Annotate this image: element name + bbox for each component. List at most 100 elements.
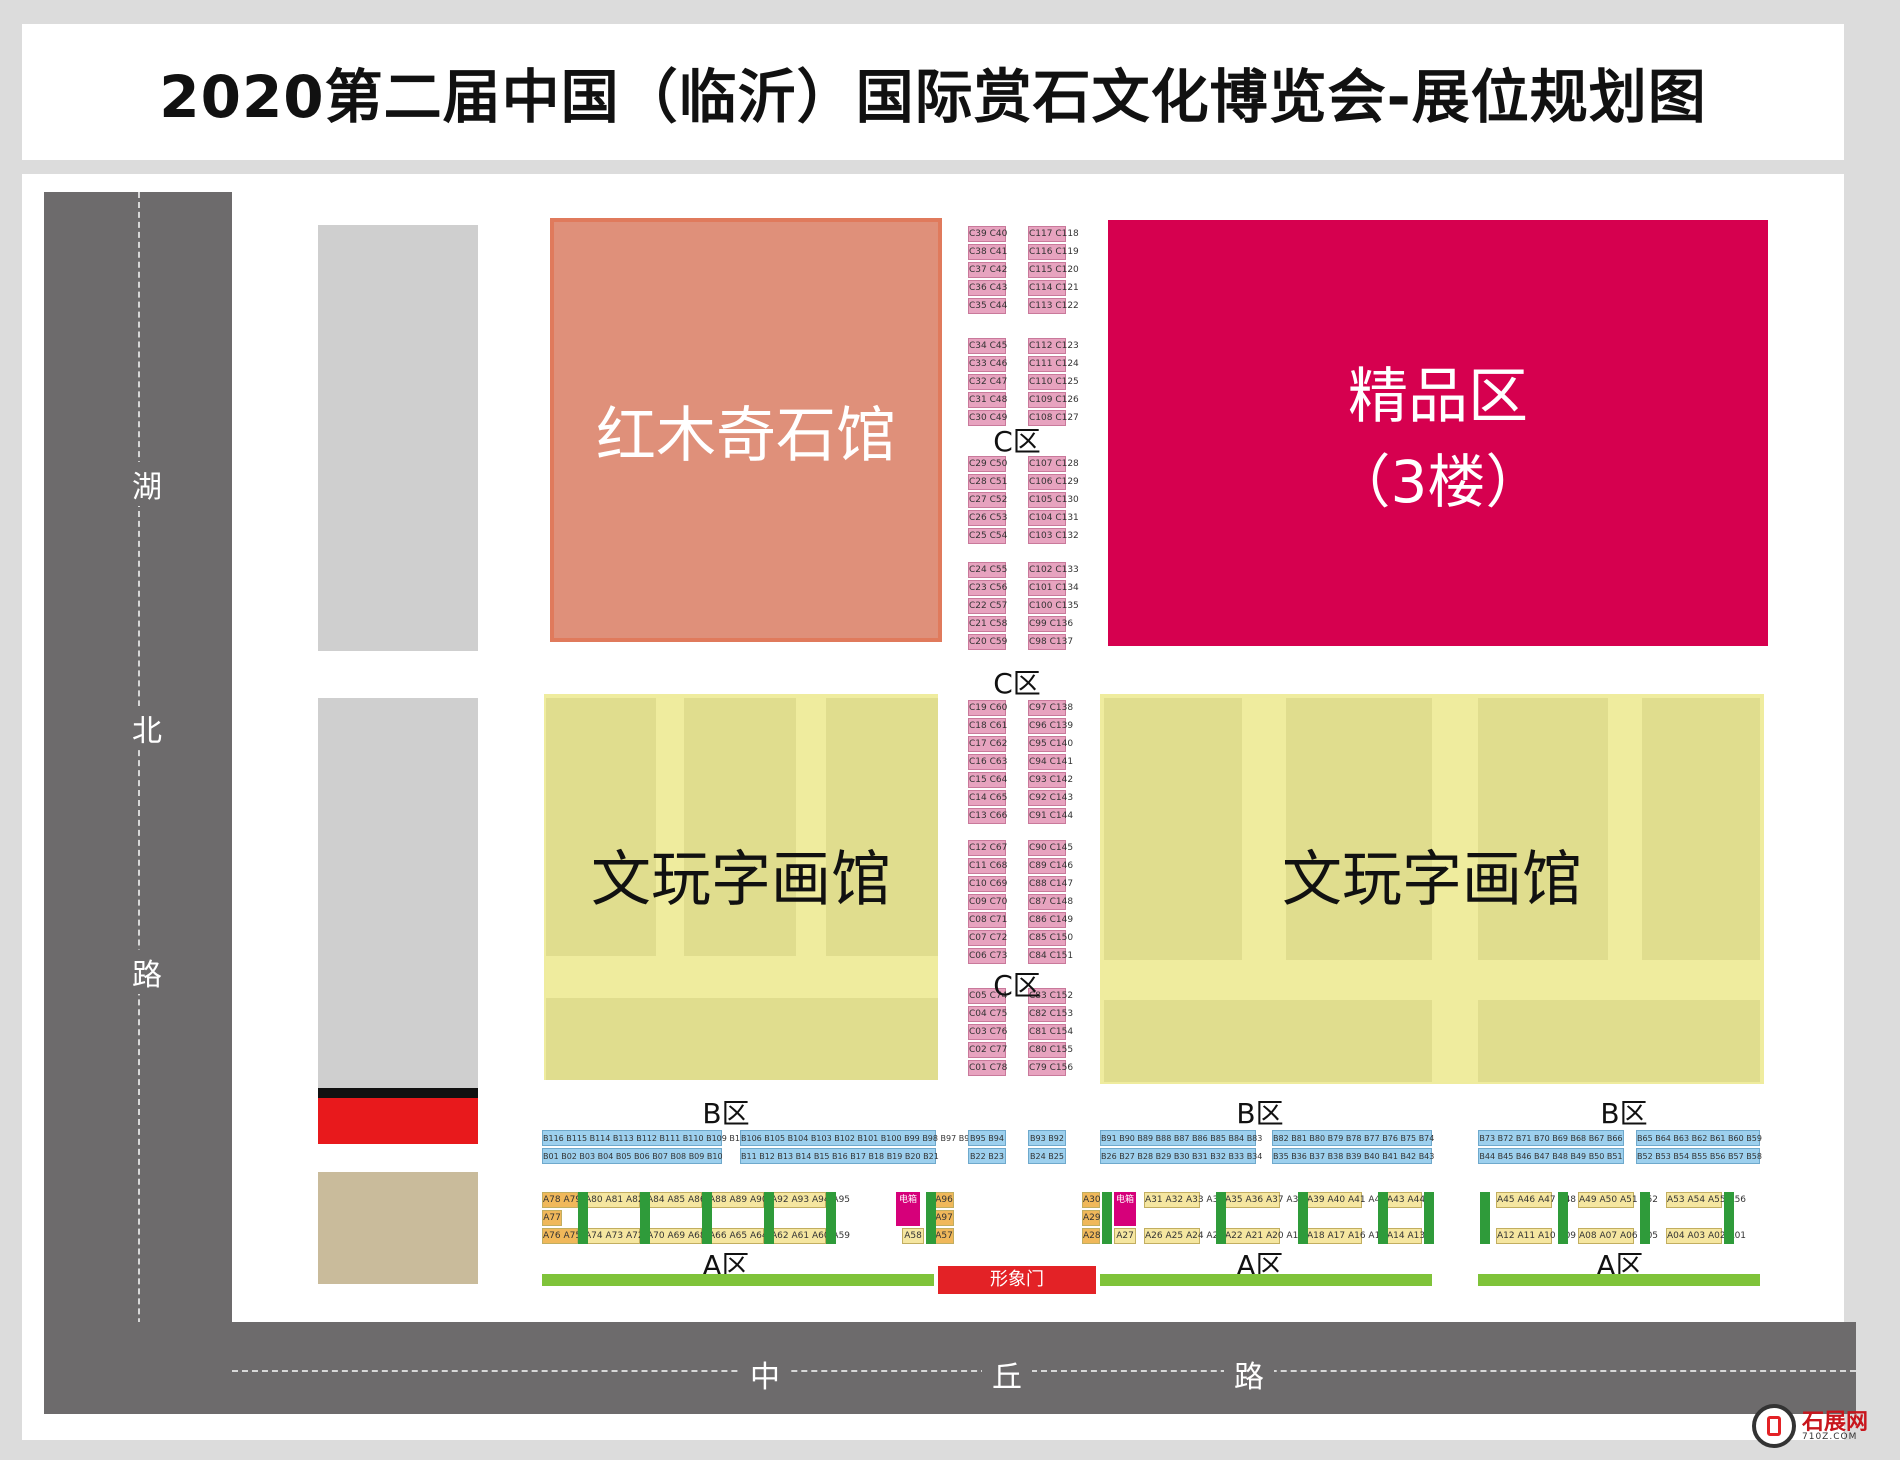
c-booth[interactable]: C15 C64 — [968, 772, 1007, 788]
a-booth[interactable]: A35 A36 A37 A38 — [1224, 1192, 1304, 1208]
c-booth[interactable]: C103 C132 — [1028, 528, 1079, 544]
c-booth[interactable]: C110 C125 — [1028, 374, 1079, 390]
a-booth[interactable]: A88 A89 A90 A91 — [708, 1192, 788, 1208]
c-booth[interactable]: C105 C130 — [1028, 492, 1079, 508]
c-booth[interactable]: C102 C133 — [1028, 562, 1079, 578]
a-booth[interactable]: A62 A61 A60 A59 — [770, 1228, 850, 1244]
c-booth[interactable]: C06 C73 — [968, 948, 1007, 964]
a-booth[interactable]: A18 A17 A16 A15 — [1306, 1228, 1386, 1244]
a-booth[interactable]: A49 A50 A51 A52 — [1578, 1192, 1658, 1208]
c-booth[interactable]: C31 C48 — [968, 392, 1007, 408]
c-booth[interactable]: C16 C63 — [968, 754, 1007, 770]
c-booth[interactable]: C106 C129 — [1028, 474, 1079, 490]
b-booth-strip[interactable]: B106 B105 B104 B103 B102 B101 B100 B99 B… — [740, 1130, 974, 1146]
c-booth[interactable]: C88 C147 — [1028, 876, 1073, 892]
a-booth[interactable]: A96 — [934, 1192, 954, 1208]
c-booth[interactable]: C20 C59 — [968, 634, 1007, 650]
c-booth[interactable]: C109 C126 — [1028, 392, 1079, 408]
a-booth[interactable]: A77 — [542, 1210, 562, 1226]
c-booth[interactable]: C98 C137 — [1028, 634, 1073, 650]
c-booth[interactable]: C79 C156 — [1028, 1060, 1073, 1076]
a-booth[interactable]: A30 — [1082, 1192, 1101, 1208]
b-booth-strip[interactable]: B22 B23 — [968, 1148, 1006, 1164]
c-booth[interactable]: C36 C43 — [968, 280, 1007, 296]
c-booth[interactable]: C81 C154 — [1028, 1024, 1073, 1040]
c-booth[interactable]: C08 C71 — [968, 912, 1007, 928]
a-booth[interactable]: A14 A13 — [1386, 1228, 1425, 1244]
c-booth[interactable]: C82 C153 — [1028, 1006, 1073, 1022]
a-booth[interactable]: A92 A93 A94 A95 — [770, 1192, 850, 1208]
c-booth[interactable]: C19 C60 — [968, 700, 1007, 716]
a-booth[interactable]: A43 A44 — [1386, 1192, 1425, 1208]
a-booth[interactable]: A74 A73 A72 A71 — [584, 1228, 664, 1244]
c-booth[interactable]: C30 C49 — [968, 410, 1007, 426]
c-booth[interactable]: C83 C152 — [1028, 988, 1073, 1004]
c-booth[interactable]: C108 C127 — [1028, 410, 1079, 426]
c-booth[interactable]: C84 C151 — [1028, 948, 1073, 964]
b-booth-strip[interactable]: B52 B53 B54 B55 B56 B57 B58 — [1636, 1148, 1762, 1164]
c-booth[interactable]: C39 C40 — [968, 226, 1007, 242]
b-booth-strip[interactable]: B73 B72 B71 B70 B69 B68 B67 B66 — [1478, 1130, 1624, 1146]
c-booth[interactable]: C90 C145 — [1028, 840, 1073, 856]
c-booth[interactable]: C91 C144 — [1028, 808, 1073, 824]
b-booth-strip[interactable]: B11 B12 B13 B14 B15 B16 B17 B18 B19 B20 … — [740, 1148, 939, 1164]
c-booth[interactable]: C101 C134 — [1028, 580, 1079, 596]
c-booth[interactable]: C35 C44 — [968, 298, 1007, 314]
c-booth[interactable]: C34 C45 — [968, 338, 1007, 354]
a-booth[interactable]: A78 A79 — [542, 1192, 581, 1208]
c-booth[interactable]: C05 C74 — [968, 988, 1007, 1004]
b-booth-strip[interactable]: B35 B36 B37 B38 B39 B40 B41 B42 B43 — [1272, 1148, 1434, 1164]
a-booth[interactable]: A22 A21 A20 A19 — [1224, 1228, 1304, 1244]
c-booth[interactable]: C112 C123 — [1028, 338, 1079, 354]
b-booth-strip[interactable]: B93 B92 — [1028, 1130, 1066, 1146]
a-booth[interactable]: A08 A07 A06 A05 — [1578, 1228, 1658, 1244]
c-booth[interactable]: C104 C131 — [1028, 510, 1079, 526]
c-booth[interactable]: C117 C118 — [1028, 226, 1079, 242]
a-booth[interactable]: A04 A03 A02 A01 — [1666, 1228, 1746, 1244]
c-booth[interactable]: C107 C128 — [1028, 456, 1079, 472]
a-booth[interactable]: A39 A40 A41 A42 — [1306, 1192, 1386, 1208]
c-booth[interactable]: C95 C140 — [1028, 736, 1073, 752]
b-booth-strip[interactable]: B65 B64 B63 B62 B61 B60 B59 — [1636, 1130, 1762, 1146]
c-booth[interactable]: C04 C75 — [968, 1006, 1007, 1022]
a-booth[interactable]: A27 — [1114, 1228, 1136, 1244]
c-booth[interactable]: C93 C142 — [1028, 772, 1073, 788]
c-booth[interactable]: C86 C149 — [1028, 912, 1073, 928]
c-booth[interactable]: C13 C66 — [968, 808, 1007, 824]
c-booth[interactable]: C10 C69 — [968, 876, 1007, 892]
c-booth[interactable]: C33 C46 — [968, 356, 1007, 372]
c-booth[interactable]: C116 C119 — [1028, 244, 1079, 260]
c-booth[interactable]: C11 C68 — [968, 858, 1007, 874]
b-booth-strip[interactable]: B82 B81 B80 B79 B78 B77 B76 B75 B74 — [1272, 1130, 1434, 1146]
c-booth[interactable]: C89 C146 — [1028, 858, 1073, 874]
b-booth-strip[interactable]: B44 B45 B46 B47 B48 B49 B50 B51 — [1478, 1148, 1624, 1164]
a-booth[interactable]: A58 — [902, 1228, 924, 1244]
c-booth[interactable]: C38 C41 — [968, 244, 1007, 260]
a-booth[interactable]: A57 — [934, 1228, 954, 1244]
c-booth[interactable]: C96 C139 — [1028, 718, 1073, 734]
b-booth-strip[interactable]: B24 B25 — [1028, 1148, 1066, 1164]
c-booth[interactable]: C01 C78 — [968, 1060, 1007, 1076]
a-booth[interactable]: A70 A69 A68 A67 — [646, 1228, 726, 1244]
c-booth[interactable]: C17 C62 — [968, 736, 1007, 752]
b-booth-strip[interactable]: B91 B90 B89 B88 B87 B86 B85 B84 B83 — [1100, 1130, 1262, 1146]
c-booth[interactable]: C09 C70 — [968, 894, 1007, 910]
c-booth[interactable]: C99 C136 — [1028, 616, 1073, 632]
c-booth[interactable]: C23 C56 — [968, 580, 1007, 596]
a-booth[interactable]: A12 A11 A10 A09 — [1496, 1228, 1576, 1244]
c-booth[interactable]: C18 C61 — [968, 718, 1007, 734]
a-booth[interactable]: A53 A54 A55 A56 — [1666, 1192, 1746, 1208]
c-booth[interactable]: C111 C124 — [1028, 356, 1079, 372]
b-booth-strip[interactable]: B95 B94 — [968, 1130, 1006, 1146]
c-booth[interactable]: C02 C77 — [968, 1042, 1007, 1058]
c-booth[interactable]: C28 C51 — [968, 474, 1007, 490]
c-booth[interactable]: C87 C148 — [1028, 894, 1073, 910]
c-booth[interactable]: C27 C52 — [968, 492, 1007, 508]
c-booth[interactable]: C85 C150 — [1028, 930, 1073, 946]
c-booth[interactable]: C32 C47 — [968, 374, 1007, 390]
b-booth-strip[interactable]: B26 B27 B28 B29 B30 B31 B32 B33 B34 — [1100, 1148, 1262, 1164]
a-booth[interactable]: A31 A32 A33 A34 — [1144, 1192, 1224, 1208]
c-booth[interactable]: C113 C122 — [1028, 298, 1079, 314]
b-booth-strip[interactable]: B01 B02 B03 B04 B05 B06 B07 B08 B09 B10 — [542, 1148, 723, 1164]
c-booth[interactable]: C12 C67 — [968, 840, 1007, 856]
